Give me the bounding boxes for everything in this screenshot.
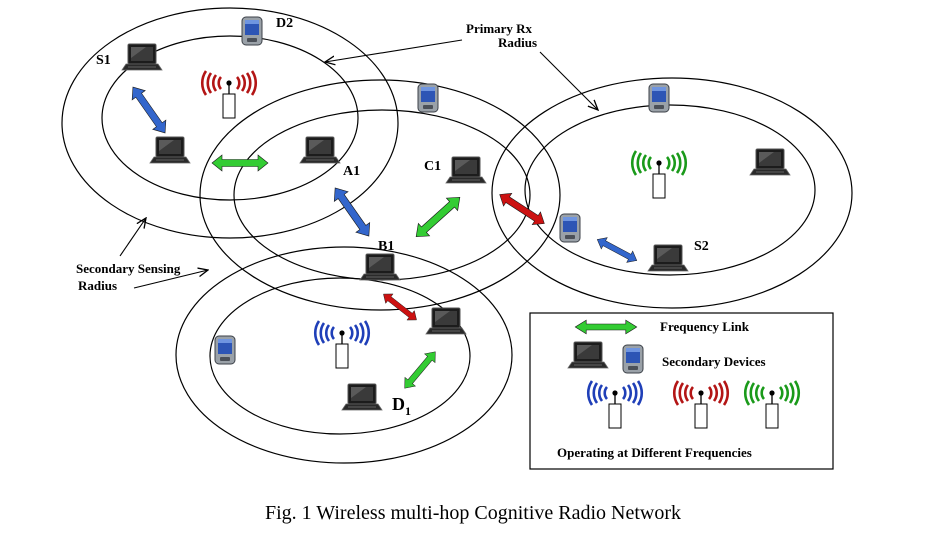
laptop-icon <box>749 148 791 176</box>
annotation-labels: Primary Rx Radius Secondary Sensing Radi… <box>76 21 537 293</box>
laptop-icon <box>149 136 191 164</box>
label-a1: A1 <box>343 164 360 179</box>
secondary-sensing-label-line1: Secondary Sensing <box>76 261 181 276</box>
pda-icon <box>417 83 439 113</box>
node-labels: D2 S1 A1 C1 B1 S2 D1 <box>96 16 709 418</box>
link-b1-c1-green <box>410 190 466 244</box>
legend-frequency-link-label: Frequency Link <box>660 319 750 334</box>
cell-4-inner-radius <box>209 277 471 435</box>
cell-1-inner-radius <box>101 35 359 201</box>
laptop-icon <box>299 136 341 164</box>
annotation-pointers <box>119 39 598 289</box>
laptop-icon <box>121 43 163 71</box>
label-b1: B1 <box>378 239 394 254</box>
laptop-icon <box>445 156 487 184</box>
primary-transmitter-blue-icon <box>313 319 371 370</box>
figure-caption: Fig. 1 Wireless multi-hop Cognitive Radi… <box>264 502 681 524</box>
pda-icon <box>648 83 670 113</box>
legend-secondary-devices-label: Secondary Devices <box>662 354 766 369</box>
primary-rx-label-line2: Radius <box>498 35 537 50</box>
cell-3-outer-radius <box>491 77 853 309</box>
legend-pda-icon <box>622 344 644 374</box>
laptop-icon <box>425 307 467 335</box>
legend: Frequency Link Secondary Devices Operati… <box>529 312 834 470</box>
cell-1-outer-radius <box>61 7 399 239</box>
legend-laptop-icon <box>567 341 609 369</box>
primary-rx-label-line1: Primary Rx <box>466 21 533 36</box>
pda-icon <box>559 213 581 243</box>
label-d2: D2 <box>276 16 293 31</box>
legend-operating-frequencies-label: Operating at Different Frequencies <box>557 445 752 460</box>
link-pda-s2-blue <box>593 233 641 267</box>
link-b1-node-red <box>379 289 421 325</box>
secondary-sensing-pointer-right <box>133 270 208 289</box>
cell-2-outer-radius <box>199 79 561 311</box>
pda-icon <box>214 335 236 365</box>
pda-icon <box>241 16 263 46</box>
label-d1: D1 <box>392 394 411 418</box>
laptop-icon <box>647 244 689 272</box>
secondary-sensing-pointer-left <box>119 218 146 257</box>
secondary-sensing-label-line2: Radius <box>78 278 117 293</box>
primary-rx-pointer-left <box>325 39 463 62</box>
link-s1-node-blue <box>126 82 172 138</box>
laptop-icon <box>359 253 401 281</box>
cell-3-inner-radius <box>524 104 816 276</box>
label-c1: C1 <box>424 159 441 174</box>
label-s1: S1 <box>96 53 111 68</box>
cell-4-outer-radius <box>175 246 513 464</box>
primary-rx-pointer-right <box>539 51 598 110</box>
primary-transmitter-green-icon <box>630 149 688 200</box>
link-node-d1-green <box>399 347 441 393</box>
link-node-a1-green <box>211 154 269 172</box>
laptop-icon <box>341 383 383 411</box>
primary-transmitter-red-icon <box>200 69 258 120</box>
label-s2: S2 <box>694 239 709 254</box>
